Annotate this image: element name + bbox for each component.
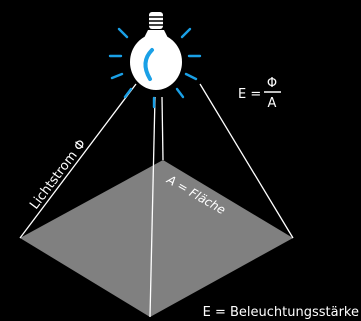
illuminance-label: E = Beleuchtungsstärke [203, 305, 359, 320]
bulb-glass [130, 34, 182, 90]
formula-numerator: Φ [267, 76, 277, 91]
formula-lhs: E = [238, 87, 261, 102]
illuminance-formula: E = Φ A [238, 76, 281, 111]
light-bulb-icon [110, 12, 200, 107]
luminous-flux-label: Lichtstrom Φ [27, 137, 89, 213]
cone-edge-back [162, 97, 163, 160]
formula-denominator: A [268, 96, 277, 111]
